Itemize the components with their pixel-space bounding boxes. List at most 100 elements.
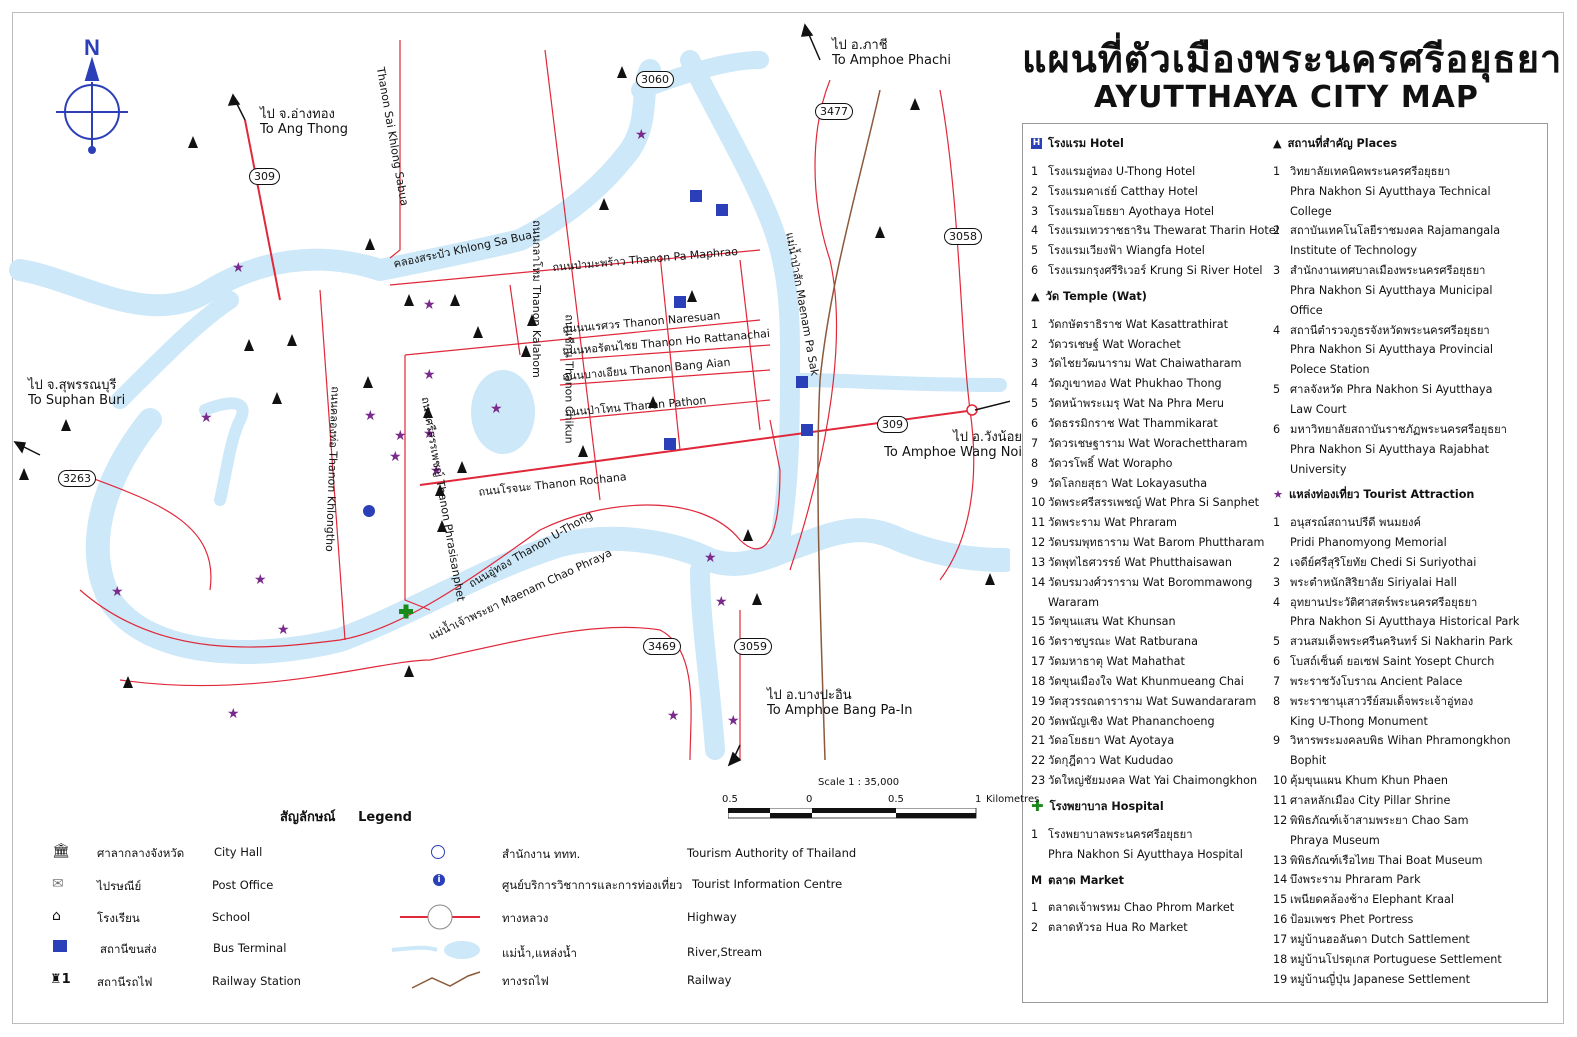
destination-phachi: ไป อ.ภาชีTo Amphoe Phachi (832, 38, 951, 68)
svg-text:★: ★ (423, 297, 436, 313)
legend-en-school: School (212, 910, 251, 924)
info-marker (363, 505, 375, 517)
map-frame (12, 12, 1564, 1024)
legend-en-bus-terminal: Bus Terminal (213, 941, 287, 955)
svg-text:★: ★ (232, 260, 245, 276)
legend-en-tat: Tourism Authority of Thailand (687, 846, 857, 860)
scale-tick-0: 0.5 (722, 794, 738, 805)
scale-tick-2: 0.5 (888, 794, 904, 805)
route-shield-309-east: 309 (877, 416, 908, 433)
legend-thai-railway: ทางรถไฟ (502, 974, 549, 988)
legend-thai-railway-station: สถานีรถไฟ (97, 975, 153, 989)
svg-text:★: ★ (254, 572, 267, 588)
hotel-icon: H (1031, 138, 1042, 150)
bus-terminal-icon (53, 940, 67, 952)
tourist-star-icon: ★ (1273, 488, 1284, 502)
list-item-continued: Law Court (1290, 402, 1347, 416)
legend-en-city-hall: City Hall (214, 845, 263, 859)
legend-thai-river: แม่น้ำ,แหล่งน้ำ (502, 946, 577, 960)
list-item-continued: Phra Nakhon Si Ayutthaya Hospital (1048, 847, 1243, 861)
temple-icon: ▲ (1031, 289, 1040, 303)
road-network (69, 40, 975, 761)
legend-thai-post-office: ไปรษณีย์ (97, 879, 142, 893)
list-item-continued: Institute of Technology (1290, 244, 1418, 258)
svg-text:★: ★ (423, 367, 436, 383)
hospital-marker (399, 604, 413, 619)
legend-thai-school: โรงเรียน (97, 911, 140, 925)
scale-tick-3: 1 (975, 794, 982, 805)
info-icon: i (433, 874, 445, 886)
list-item-continued: Bophit (1290, 754, 1327, 768)
post-office-icon: ✉ (52, 876, 64, 892)
list-item-continued: Phra Nakhon Si Ayutthaya Technical (1290, 184, 1491, 198)
legend-en-river: River,Stream (687, 945, 763, 959)
list-item-continued: Phraya Museum (1290, 833, 1380, 847)
route-shield-3263: 3263 (58, 470, 96, 487)
river-bend-west (111, 291, 239, 409)
tat-icon (431, 845, 445, 859)
city-hall-icon: 🏛 (52, 843, 70, 859)
legend-en-railway: Railway (687, 973, 732, 987)
scale-bar (728, 808, 977, 819)
legend-en-post-office: Post Office (212, 878, 274, 892)
street-label-kalahom: ถนนกลาโหม Thanon Kalahom (529, 220, 543, 378)
compass-north-label: N (84, 35, 100, 60)
bueng-phra-ram-lake (471, 370, 535, 454)
scale-unit: Kilometres (986, 794, 1040, 805)
route-shield-3060: 3060 (636, 71, 674, 88)
river-canal-w (199, 397, 249, 506)
list-item-continued: Polece Station (1290, 363, 1370, 377)
svg-text:★: ★ (227, 706, 240, 722)
school-icon: ⌂ (52, 908, 61, 924)
list-item-continued: Phra Nakhon Si Ayutthaya Municipal (1290, 283, 1493, 297)
legend-thai-tat: สำนักงาน ททท. (502, 847, 581, 861)
map-canvas[interactable]: N ★★★ ★★★ ★★★ ★★★ ★ (0, 0, 1010, 800)
list-item-continued: Office (1290, 303, 1323, 317)
legend-thai-bus-terminal: สถานีขนส่ง (100, 942, 157, 956)
section-places: ▲สถานที่สำคัญ Places (1273, 134, 1545, 154)
list-item-continued: Pridi Phanomyong Memorial (1290, 536, 1447, 550)
temple-markers (19, 66, 995, 688)
legend-title: สัญลักษณ์ Legend (280, 810, 412, 825)
svg-text:★: ★ (715, 594, 728, 610)
svg-text:★: ★ (277, 622, 290, 638)
legend-en-info: Tourist Information Centre (692, 877, 843, 891)
market-icon: M (1031, 873, 1043, 887)
